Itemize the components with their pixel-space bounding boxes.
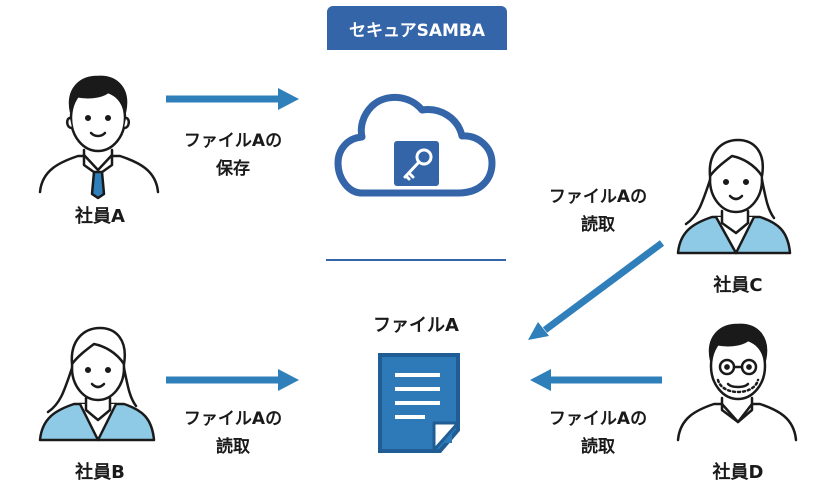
employee-d-name: 社員D — [712, 462, 764, 483]
employee-b-name: 社員B — [75, 462, 125, 483]
person-icon-d — [676, 323, 798, 442]
service-title-badge: セキュアSAMBA — [327, 6, 507, 50]
action-save-line-2: 保存 — [216, 159, 250, 179]
arrow-read-c — [528, 240, 665, 340]
action-read-d-line-2: 読取 — [581, 437, 615, 457]
action-read-c-line-1: ファイルAの — [548, 187, 648, 207]
document-icon — [378, 353, 460, 453]
action-read-c-line-2: 読取 — [581, 215, 615, 235]
arrow-read-d — [530, 369, 662, 391]
action-label-read-c: ファイルAの 読取 — [530, 183, 666, 239]
arrow-read-b — [166, 369, 299, 391]
action-read-b-line-2: 読取 — [216, 437, 250, 457]
employee-c-name: 社員C — [713, 275, 763, 296]
action-label-read-d: ファイルAの 読取 — [530, 405, 666, 461]
action-label-save: ファイルAの 保存 — [165, 127, 301, 183]
action-save-line-1: ファイルAの — [183, 131, 283, 151]
person-icon-a — [38, 75, 160, 200]
action-label-read-b: ファイルAの 読取 — [165, 405, 301, 461]
arrow-save-a — [166, 88, 299, 110]
employee-a-name: 社員A — [75, 206, 125, 227]
action-read-b-line-1: ファイルAの — [183, 409, 283, 429]
person-icon-c — [676, 138, 792, 255]
person-icon-b — [38, 326, 156, 442]
action-read-d-line-1: ファイルAの — [548, 409, 648, 429]
file-name-label: ファイルA — [373, 315, 459, 336]
cloud-key-icon — [334, 94, 496, 197]
